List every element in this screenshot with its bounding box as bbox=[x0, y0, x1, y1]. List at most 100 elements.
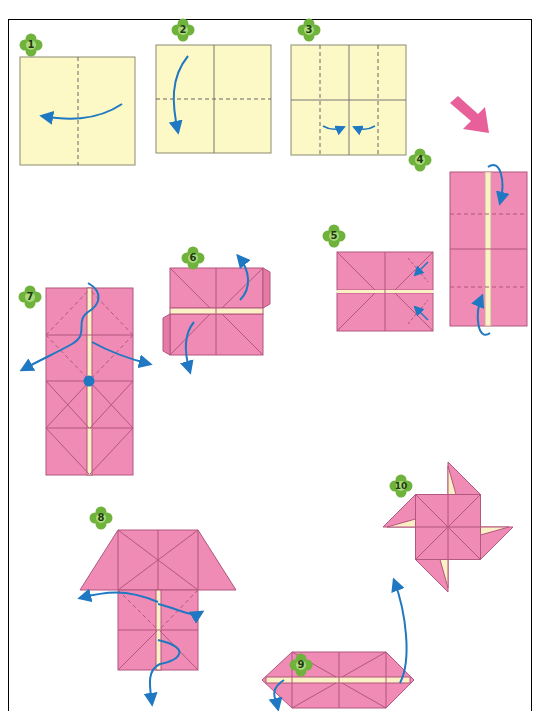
pinwheel-part bbox=[448, 466, 456, 495]
folded-paper-part bbox=[385, 252, 386, 331]
frame bbox=[9, 20, 532, 711]
fold-arrow-part bbox=[488, 165, 502, 203]
pinwheel-part bbox=[416, 495, 481, 560]
callout-number: 10 bbox=[395, 482, 408, 491]
folded-paper-part bbox=[342, 652, 386, 677]
paper-square bbox=[291, 45, 406, 155]
folded-paper-part bbox=[90, 381, 133, 428]
folded-paper-part bbox=[216, 268, 217, 355]
folded-paper-part bbox=[90, 428, 133, 474]
folded-paper bbox=[337, 252, 433, 331]
folded-paper-part bbox=[337, 293, 375, 331]
pivot-dot-part bbox=[84, 376, 95, 387]
folded-paper bbox=[262, 652, 414, 708]
pinwheel-part bbox=[383, 495, 416, 528]
fold-arrow-part bbox=[42, 104, 122, 119]
folded-paper-part bbox=[386, 652, 387, 708]
paper-square-part bbox=[78, 57, 79, 165]
pivot-dot bbox=[84, 376, 95, 387]
step-flower-part bbox=[19, 286, 42, 309]
fold-arrow bbox=[415, 262, 428, 320]
folded-paper-part bbox=[339, 652, 340, 708]
folded-paper-part bbox=[158, 560, 198, 590]
callout-number: 3 bbox=[306, 25, 313, 35]
pinwheel-part bbox=[448, 462, 481, 495]
folded-paper-part bbox=[292, 683, 336, 708]
fold-arrow-part bbox=[92, 342, 150, 364]
step-flower-part bbox=[20, 34, 43, 57]
folded-paper-part bbox=[395, 293, 433, 331]
folded-paper-part bbox=[46, 335, 89, 380]
pinwheel-part bbox=[416, 495, 481, 560]
folded-paper-part bbox=[170, 268, 210, 308]
pinwheel-part bbox=[440, 560, 448, 589]
fold-arrow bbox=[42, 104, 122, 119]
step-flower-part bbox=[90, 507, 113, 530]
folded-paper-part bbox=[408, 258, 428, 282]
paper-square-part bbox=[378, 45, 379, 155]
pinwheel-part bbox=[387, 519, 416, 527]
next-arrow-part bbox=[450, 96, 489, 133]
folded-paper-part bbox=[163, 314, 170, 355]
paper-square-part bbox=[20, 57, 135, 165]
callout-number: 8 bbox=[98, 513, 105, 523]
paper-square-part bbox=[291, 45, 406, 155]
fold-arrow-part bbox=[274, 680, 284, 709]
folded-paper bbox=[46, 288, 133, 475]
callout-number: 9 bbox=[298, 660, 305, 670]
folded-paper-part bbox=[170, 314, 210, 355]
folded-paper-part bbox=[46, 381, 89, 428]
step-flower-part bbox=[290, 654, 313, 677]
fold-arrow-part bbox=[80, 593, 158, 603]
folded-paper-part bbox=[198, 530, 199, 590]
fold-arrow bbox=[478, 165, 503, 335]
frame-part bbox=[9, 20, 532, 711]
fold-arrow bbox=[80, 593, 202, 705]
folded-paper-part bbox=[46, 428, 89, 474]
pinwheel-part bbox=[416, 527, 481, 528]
fold-arrow-part bbox=[150, 640, 180, 704]
fold-arrow bbox=[186, 256, 248, 372]
pinwheel-part bbox=[481, 527, 514, 560]
folded-paper-part bbox=[266, 677, 410, 683]
folded-paper-part bbox=[90, 290, 133, 335]
folded-paper-part bbox=[46, 428, 133, 429]
folded-paper-part bbox=[90, 382, 133, 428]
pinwheel-part bbox=[416, 495, 481, 560]
folded-paper-part bbox=[80, 530, 236, 590]
paper-square-part bbox=[291, 100, 406, 101]
fold-arrow bbox=[274, 580, 406, 709]
pinwheel bbox=[383, 462, 513, 592]
step-flower-part bbox=[182, 247, 205, 270]
fold-arrow-part bbox=[186, 322, 194, 372]
callout-number: 5 bbox=[331, 231, 338, 241]
folded-paper-part bbox=[118, 630, 198, 631]
folded-paper-part bbox=[46, 335, 133, 336]
folded-paper-part bbox=[118, 631, 157, 670]
pinwheel-part bbox=[416, 560, 449, 593]
folded-paper-part bbox=[263, 268, 270, 308]
fold-arrow-part bbox=[478, 296, 490, 335]
folded-paper-part bbox=[450, 172, 527, 326]
step-flower-part bbox=[409, 149, 432, 172]
fold-arrow-part bbox=[323, 126, 344, 129]
step-flower-part bbox=[298, 19, 321, 42]
step-flower-part bbox=[323, 225, 346, 248]
folded-paper-part bbox=[262, 652, 414, 708]
folded-paper-part bbox=[342, 683, 386, 708]
callout-number: 4 bbox=[417, 155, 424, 165]
callout-number: 1 bbox=[28, 40, 35, 50]
folded-paper-part bbox=[222, 314, 263, 355]
fold-arrow-part bbox=[415, 262, 428, 275]
folded-paper-part bbox=[450, 214, 527, 215]
folded-paper-part bbox=[118, 530, 158, 560]
fold-arrow-part bbox=[238, 256, 248, 300]
callout-number: 2 bbox=[180, 25, 187, 35]
paper-square bbox=[156, 45, 271, 153]
folded-paper-part bbox=[46, 288, 133, 475]
next-arrow bbox=[450, 96, 489, 133]
folded-paper-part bbox=[46, 382, 89, 428]
folded-paper-part bbox=[450, 249, 527, 250]
folded-paper bbox=[163, 268, 270, 355]
